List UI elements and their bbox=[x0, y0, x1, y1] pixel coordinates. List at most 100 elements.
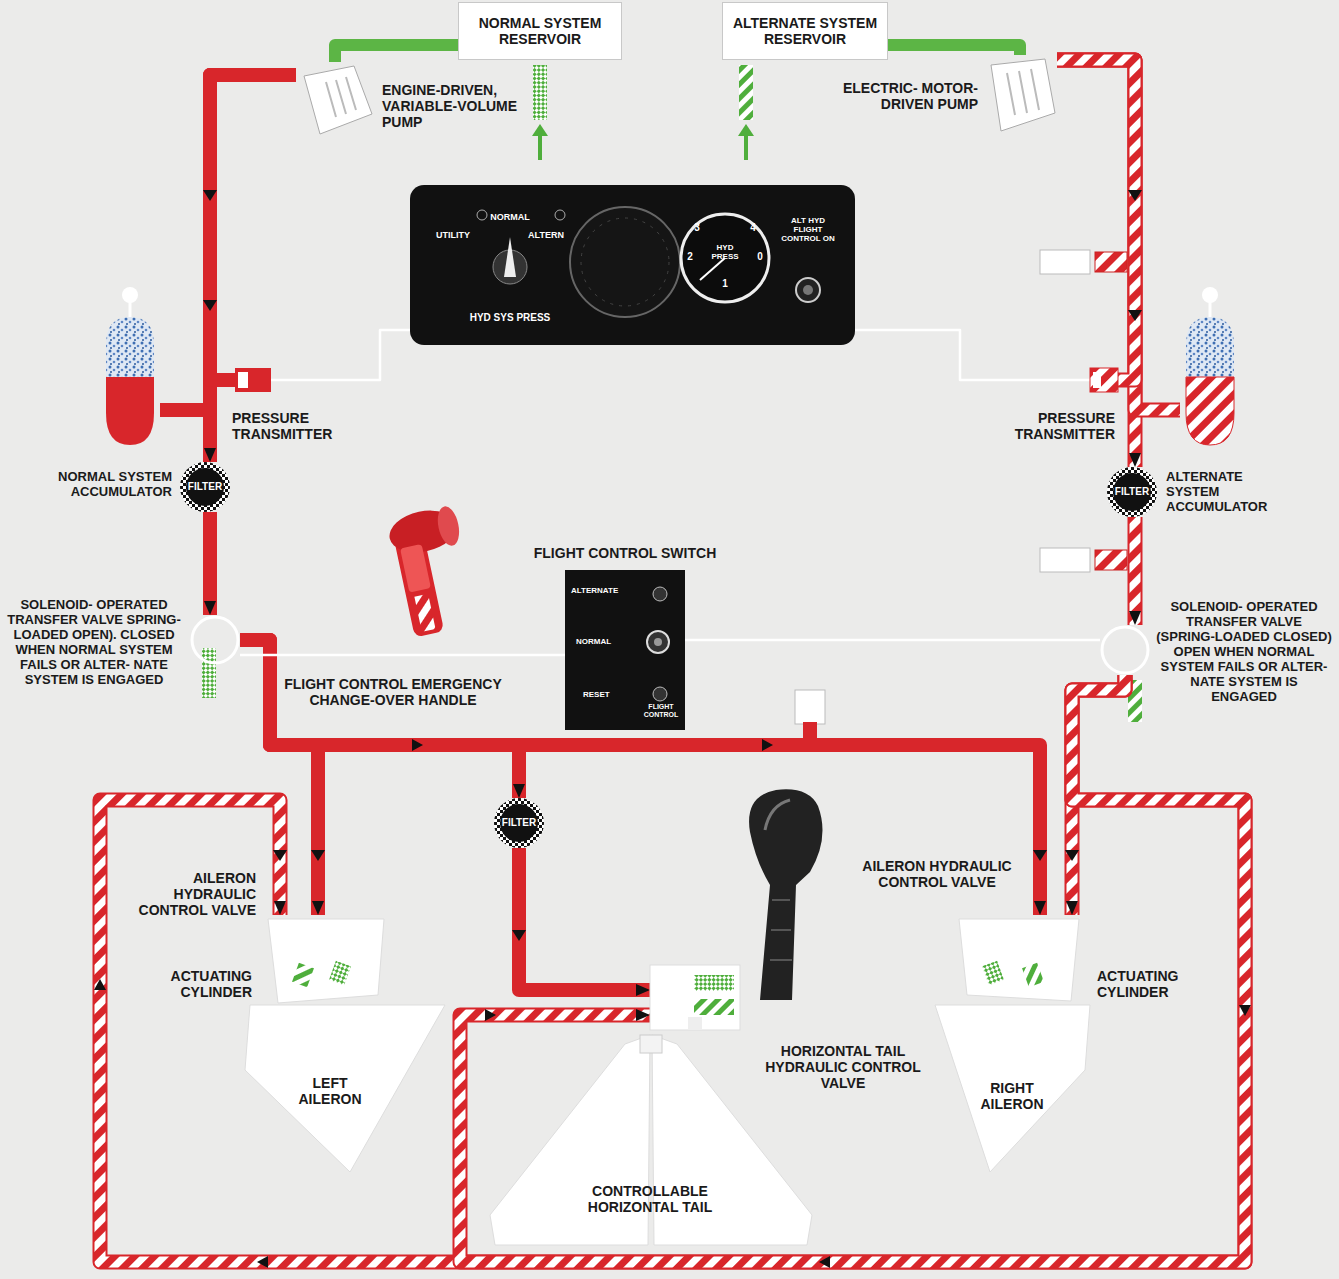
node-label: 3 bbox=[691, 222, 703, 234]
node-label: AILERON HYDRAULIC CONTROL VALVE bbox=[108, 870, 256, 918]
filter: FILTER bbox=[180, 462, 230, 512]
node-label: FLIGHT CONTROL EMERGENCY CHANGE-OVER HAN… bbox=[282, 676, 504, 708]
node-label: ALTERNATE bbox=[571, 586, 651, 595]
pressure-transmitter: PRESSURE TRANSMITTER bbox=[1090, 368, 1118, 392]
pipe-stroke bbox=[888, 45, 1020, 55]
hydraulic-line bbox=[888, 45, 1020, 55]
pipe-stroke bbox=[160, 75, 296, 410]
pipe-stroke bbox=[240, 654, 565, 657]
node-label: PRESSURE TRANSMITTER bbox=[990, 410, 1115, 442]
accumulator: ALTERNATE SYSTEM ACCUMULATOR bbox=[1180, 285, 1240, 450]
pipe-stroke bbox=[855, 330, 1090, 380]
pump-symbol bbox=[296, 62, 376, 137]
actuating-cylinder bbox=[260, 915, 390, 1005]
node-label: RESET bbox=[583, 690, 633, 699]
hydraulic-line bbox=[1135, 517, 1136, 625]
node-label: RIGHT AILERON bbox=[972, 1080, 1052, 1112]
tail-control-valve bbox=[650, 965, 740, 1030]
node-label: NORMAL bbox=[480, 212, 540, 222]
pump: ELECTRIC- MOTOR-DRIVEN PUMP bbox=[985, 55, 1057, 135]
node-label: ALTERNATE SYSTEM RESERVOIR bbox=[726, 15, 884, 47]
node-label: HORIZONTAL TAIL HYDRAULIC CONTROL VALVE bbox=[748, 1043, 938, 1091]
control-wire bbox=[240, 655, 565, 656]
hydraulic-line bbox=[460, 675, 1245, 1262]
node-label: UTILITY bbox=[428, 230, 478, 240]
node-label: HYD PRESS bbox=[707, 243, 743, 261]
hydraulic-line bbox=[335, 45, 458, 62]
transfer-valve: SOLENOID- OPERATED TRANSFER VALVE SPRING… bbox=[190, 615, 240, 665]
pipe-stroke bbox=[1128, 517, 1143, 625]
pipe-stroke bbox=[240, 640, 519, 798]
pump-symbol bbox=[985, 55, 1057, 135]
hydraulic-line bbox=[240, 640, 519, 798]
node-label: FILTER bbox=[498, 817, 540, 829]
pipe-stroke bbox=[1057, 60, 1135, 380]
node-label: CONTROLLABLE HORIZONTAL TAIL bbox=[560, 1183, 740, 1215]
transfer-valve bbox=[190, 615, 240, 665]
tail-control-valve: HORIZONTAL TAIL HYDRAULIC CONTROL VALVE bbox=[650, 965, 740, 1030]
node-label: PRESSURE TRANSMITTER bbox=[232, 410, 352, 442]
transfer-valve: SOLENOID- OPERATED TRANSFER VALVE (SPRIN… bbox=[1100, 625, 1150, 675]
aileron-cylinder: AILERON HYDRAULIC CONTROL VALVEACTUATING… bbox=[945, 915, 1085, 1005]
node-label: ACTUATING CYLINDER bbox=[1097, 968, 1217, 1000]
control-wire bbox=[685, 640, 1100, 641]
pipe-stroke bbox=[100, 675, 1245, 1262]
node-label: ENGINE-DRIVEN, VARIABLE-VOLUME PUMP bbox=[382, 82, 552, 130]
horizontal-tail bbox=[480, 1030, 820, 1250]
node-label: NORMAL SYSTEM ACCUMULATOR bbox=[44, 470, 172, 500]
pipe-stroke bbox=[335, 45, 458, 62]
actuating-cylinder bbox=[945, 915, 1085, 1005]
pipe-stroke bbox=[203, 512, 217, 615]
pump: ENGINE-DRIVEN, VARIABLE-VOLUME PUMP bbox=[296, 62, 376, 137]
node-label: SOLENOID- OPERATED TRANSFER VALVE (SPRIN… bbox=[1156, 600, 1332, 705]
transmitter-symbol bbox=[1090, 368, 1118, 392]
pressure-transmitter: PRESSURE TRANSMITTER bbox=[235, 368, 271, 392]
node-label: LEFT AILERON bbox=[285, 1075, 375, 1107]
hydraulic-line bbox=[519, 848, 650, 990]
transfer-valve bbox=[1100, 625, 1150, 675]
instrument-panel: NORMALUTILITY ALTERN HYD SYS PRESS 3 4 2 HYD P… bbox=[410, 185, 855, 345]
pipe-stroke bbox=[460, 675, 1245, 1262]
node-label: ALT HYD FLIGHT CONTROL ON bbox=[780, 216, 836, 244]
node-label: 0 bbox=[754, 251, 766, 263]
node-label: SOLENOID- OPERATED TRANSFER VALVE SPRING… bbox=[4, 598, 184, 688]
accumulator bbox=[1180, 285, 1240, 450]
control-wire bbox=[271, 330, 410, 380]
handle-symbol bbox=[370, 505, 470, 640]
node-label: FLIGHT CONTROL bbox=[638, 703, 684, 719]
node-label: 2 bbox=[684, 251, 696, 263]
node-label: NORMAL bbox=[576, 637, 636, 646]
hydraulic-line bbox=[1057, 60, 1180, 410]
hydraulic-line bbox=[1057, 60, 1135, 380]
pipe-stroke bbox=[685, 639, 1100, 642]
node-label: HYD SYS PRESS bbox=[445, 312, 575, 324]
pipe-stroke bbox=[519, 848, 650, 990]
pipe-stroke bbox=[210, 75, 296, 380]
pipe-stroke bbox=[271, 330, 410, 380]
node-label: ALTERN bbox=[526, 230, 566, 240]
hydraulic-line bbox=[100, 675, 1245, 1262]
hydraulic-line bbox=[210, 75, 296, 380]
reservoir-box: NORMAL SYSTEM RESERVOIR bbox=[458, 2, 622, 60]
control-wire bbox=[855, 330, 1090, 380]
filter: FILTER bbox=[494, 798, 544, 848]
node-label: FLIGHT CONTROL SWITCH bbox=[480, 545, 770, 561]
node-label: 4 bbox=[747, 222, 759, 234]
pipe-stroke bbox=[1057, 60, 1135, 380]
reservoir-box: ALTERNATE SYSTEM RESERVOIR bbox=[722, 2, 888, 60]
node-label: ACTUATING CYLINDER bbox=[118, 968, 252, 1000]
hydraulic-line bbox=[210, 512, 211, 615]
transmitter-symbol bbox=[235, 368, 271, 392]
pipe-stroke bbox=[1130, 517, 1141, 625]
right-aileron: RIGHT AILERON bbox=[885, 1000, 1095, 1175]
pipe-stroke bbox=[210, 75, 296, 462]
hydraulic-line bbox=[160, 75, 296, 410]
node-label: 1 bbox=[719, 278, 731, 290]
left-aileron: LEFT AILERON bbox=[200, 1000, 450, 1175]
aileron-cylinder: AILERON HYDRAULIC CONTROL VALVEACTUATING… bbox=[260, 915, 390, 1005]
pipe-stroke bbox=[1057, 60, 1180, 410]
accumulator bbox=[100, 285, 160, 450]
flight-control-switch: FLIGHT CONTROL SWITCHALTERNATENORMALRESE… bbox=[565, 570, 685, 730]
pipe-stroke bbox=[460, 675, 1245, 1262]
node-label: NORMAL SYSTEM RESERVOIR bbox=[462, 15, 618, 47]
